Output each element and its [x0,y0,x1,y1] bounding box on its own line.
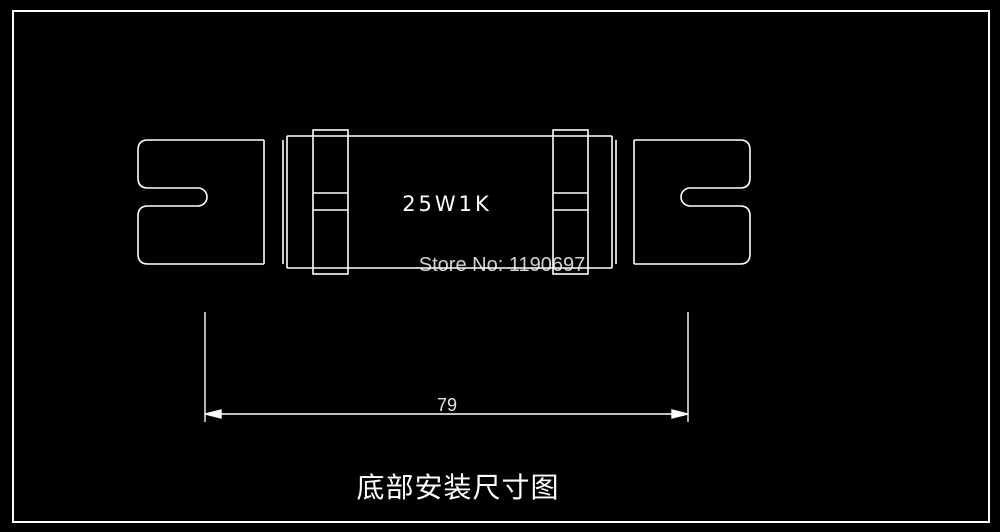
left-arrowhead [204,409,222,419]
store-watermark: Store No: 1190697 [419,254,585,276]
dimension-value: 79 [437,395,457,415]
dimension-annotation [204,312,689,422]
right-arrowhead [671,409,689,419]
left-clamp [312,129,349,275]
drawing-caption: 底部安装尺寸图 [356,471,559,504]
resistor-outline [137,129,751,275]
drawing-frame [12,10,990,523]
right-terminal [634,139,751,265]
part-marking: 25W1K [402,192,492,216]
left-terminal [137,139,264,265]
right-clamp [552,129,589,275]
